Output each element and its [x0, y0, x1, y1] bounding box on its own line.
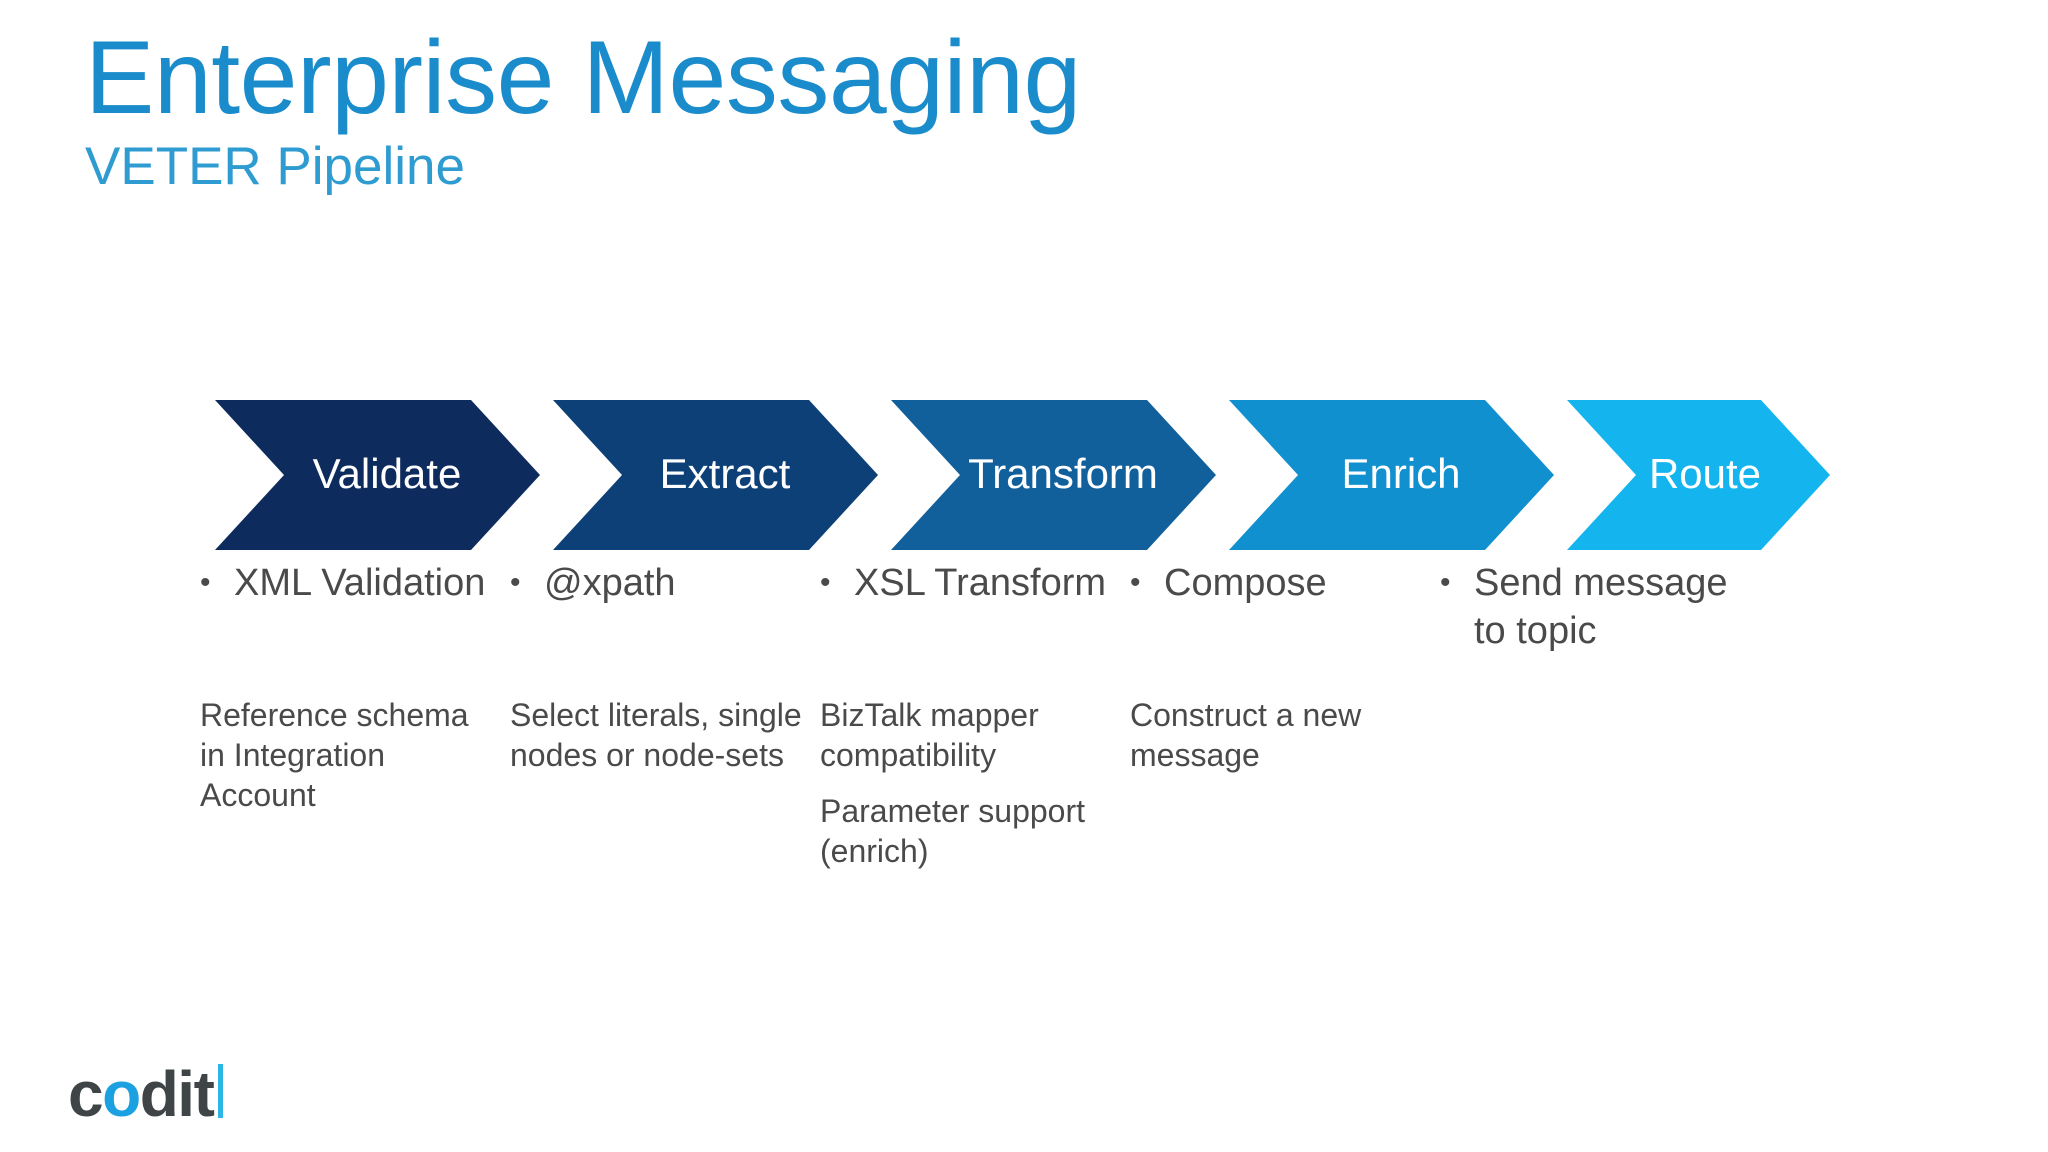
chevron-shape-route	[1567, 400, 1830, 550]
page-title: Enterprise Messaging	[85, 20, 1081, 136]
logo-text-c: c	[68, 1058, 104, 1130]
stage-bullet-route: • Send message to topic	[1440, 560, 1736, 656]
stage-bullet-transform: • XSL Transform	[820, 560, 1116, 608]
detail-line: BizTalk mapper compatibility	[820, 697, 1039, 773]
stage-bullet-enrich: • Compose	[1130, 560, 1426, 608]
stage-bullet-text-transform: XSL Transform	[854, 562, 1107, 604]
chevron-label-extract: Extract	[660, 450, 791, 497]
logo-accent-bar	[218, 1064, 224, 1118]
chevron-transform[interactable]: Transform	[891, 400, 1216, 550]
bullet-dot-icon: •	[820, 566, 831, 599]
chevron-shape-enrich	[1229, 400, 1554, 550]
bullet-dot-icon: •	[1130, 566, 1141, 599]
stage-details-transform: BizTalk mapper compatibility Parameter s…	[820, 695, 1116, 871]
chevron-extract[interactable]: Extract	[553, 400, 878, 550]
stage-bullet-text-enrich: Compose	[1164, 562, 1327, 604]
stage-column-route: • Send message to topic	[1440, 560, 1750, 656]
stage-bullet-text-extract: @xpath	[544, 562, 676, 604]
bullet-dot-icon: •	[510, 566, 521, 599]
detail-line: Reference schema in Integration Account	[200, 697, 469, 813]
logo-text-o: o	[102, 1058, 141, 1130]
stage-details-extract: Select literals, single nodes or node-se…	[510, 695, 806, 775]
chevron-shape-transform	[891, 400, 1216, 550]
stage-details-enrich: Construct a new message	[1130, 695, 1426, 775]
title-block: Enterprise Messaging VETER Pipeline	[85, 22, 1685, 196]
stage-column-enrich: • Compose Construct a new message	[1130, 560, 1440, 773]
pipeline-chevron-svg: Validate Extract Transform Enrich Route	[215, 400, 1830, 550]
stage-bullet-extract: • @xpath	[510, 560, 806, 608]
chevron-label-validate: Validate	[313, 450, 462, 497]
bullet-dot-icon: •	[200, 566, 211, 599]
stage-bullet-text-route: Send message to topic	[1474, 562, 1728, 652]
detail-line: Parameter support (enrich)	[820, 793, 1086, 869]
detail-line: Construct a new message	[1130, 697, 1362, 773]
chevron-label-enrich: Enrich	[1341, 450, 1460, 497]
chevron-shape-extract	[553, 400, 878, 550]
stage-bullet-validate: • XML Validation	[200, 560, 496, 608]
stage-bullet-text-validate: XML Validation	[234, 562, 486, 604]
codit-logo: c o dit	[68, 1058, 224, 1130]
chevron-enrich[interactable]: Enrich	[1229, 400, 1554, 550]
stage-column-extract: • @xpath Select literals, single nodes o…	[510, 560, 820, 773]
stage-column-transform: • XSL Transform BizTalk mapper compatibi…	[820, 560, 1130, 869]
bullet-dot-icon: •	[1440, 566, 1451, 599]
logo-text-dit: dit	[139, 1058, 215, 1130]
chevron-shape-validate	[215, 400, 540, 550]
stage-details-validate: Reference schema in Integration Account	[200, 695, 496, 815]
chevron-validate[interactable]: Validate	[215, 400, 540, 550]
pipeline-chevron-band: Validate Extract Transform Enrich Route	[215, 400, 1830, 550]
detail-line: Select literals, single nodes or node-se…	[510, 697, 802, 773]
stage-column-validate: • XML Validation Reference schema in Int…	[200, 560, 510, 813]
chevron-label-route: Route	[1649, 450, 1761, 497]
chevron-label-transform: Transform	[968, 450, 1158, 497]
page-subtitle: VETER Pipeline	[85, 137, 466, 197]
stage-detail-columns: • XML Validation Reference schema in Int…	[200, 560, 1900, 980]
chevron-route[interactable]: Route	[1567, 400, 1830, 550]
